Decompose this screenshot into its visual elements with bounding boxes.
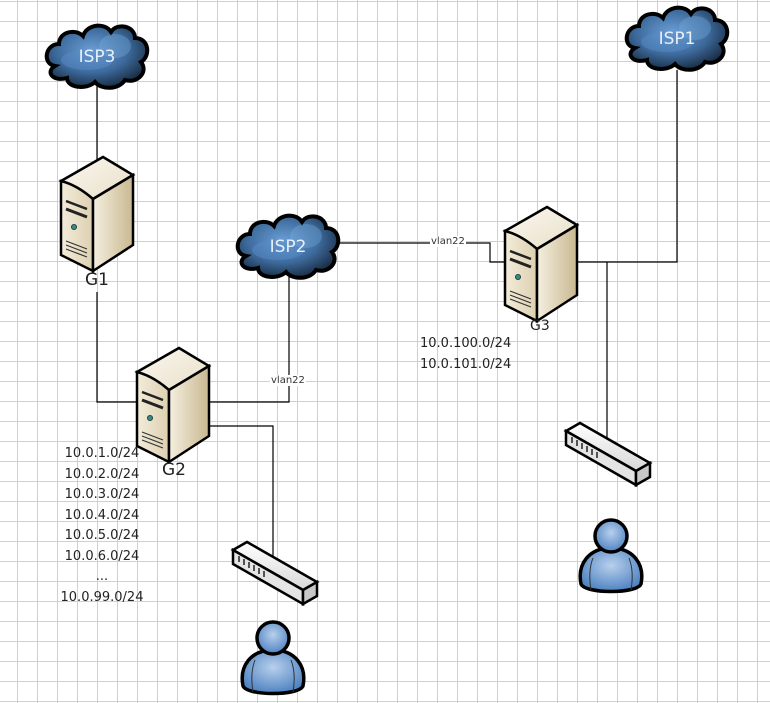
- link-g1-g2: [96, 292, 140, 403]
- cloud-isp2-label: ISP2: [270, 237, 307, 257]
- switch-g3-icon[interactable]: [564, 421, 652, 487]
- gateway-g2-label: G2: [162, 460, 186, 480]
- cloud-isp1[interactable]: ISP1: [624, 5, 730, 72]
- cloud-isp1-label: ISP1: [659, 29, 696, 49]
- subnet-item: 10.0.4.0/24: [64, 507, 140, 523]
- links: [96, 70, 678, 575]
- subnet-list-g3: 10.0.100.0/24 10.0.101.0/24: [420, 334, 511, 375]
- gateway-g1-label: G1: [85, 270, 109, 290]
- user-g2-icon[interactable]: [240, 620, 306, 696]
- subnet-item: 10.0.5.0/24: [64, 528, 140, 543]
- server-g1-icon[interactable]: [59, 155, 135, 273]
- subnet-item: ...: [95, 569, 109, 584]
- cloud-isp3-label: ISP3: [79, 47, 116, 67]
- subnet-item: 10.0.99.0/24: [60, 589, 144, 605]
- cloud-isp3[interactable]: ISP3: [44, 23, 150, 90]
- link-g2-isp2: [172, 256, 290, 403]
- cloud-isp2[interactable]: ISP2: [235, 213, 341, 280]
- vlan-label-isp2-g2: vlan22: [270, 375, 306, 386]
- subnet-list-g2: 10.0.1.0/24 10.0.2.0/24 10.0.3.0/24 10.0…: [56, 444, 148, 608]
- subnet-item: 10.0.3.0/24: [64, 487, 140, 502]
- server-g3-icon[interactable]: [503, 205, 579, 323]
- subnet-item: 10.0.101.0/24: [420, 356, 512, 372]
- subnet-item: 10.0.100.0/24: [420, 336, 512, 351]
- switch-g2-icon[interactable]: [231, 540, 319, 606]
- user-g3-icon[interactable]: [578, 518, 644, 594]
- subnet-item: 10.0.1.0/24: [64, 446, 140, 461]
- subnet-item: 10.0.2.0/24: [64, 466, 140, 482]
- vlan-label-isp2-g3: vlan22: [430, 236, 466, 247]
- link-g2-switch: [208, 425, 274, 575]
- gateway-g3-label: G3: [530, 318, 550, 334]
- subnet-item: 10.0.6.0/24: [64, 548, 140, 564]
